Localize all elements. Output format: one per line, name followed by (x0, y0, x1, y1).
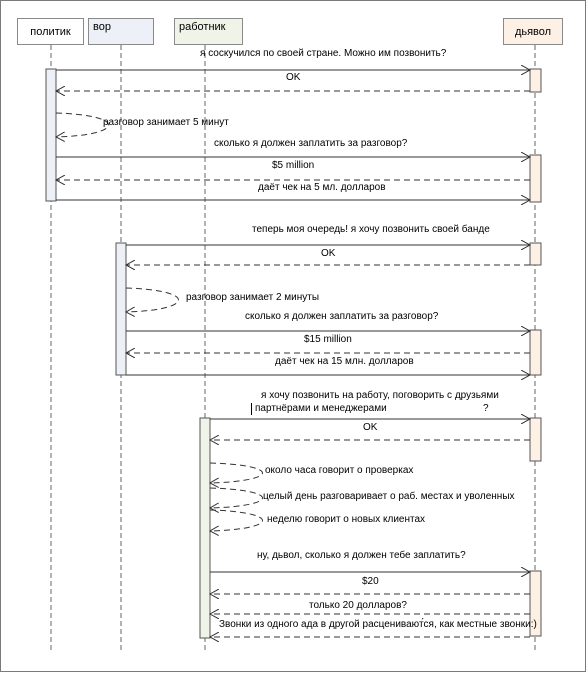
message-label: $20 (362, 576, 379, 587)
activation-devil (529, 329, 542, 376)
activation-devil (529, 570, 542, 637)
message-label: сколько я должен заплатить за разговор? (214, 138, 408, 149)
activation-devil (529, 242, 542, 266)
message-label: теперь моя очередь! я хочу позвонить сво… (252, 224, 490, 235)
message-label: даёт чек на 5 мл. долларов (258, 182, 386, 193)
participant-worker: работник (174, 18, 243, 45)
message-label: разговор занимает 2 минуты (186, 292, 320, 303)
participant-label: политик (30, 25, 71, 38)
participant-devil: дьявол (503, 18, 563, 45)
activation-thief (115, 242, 127, 376)
activation-devil (529, 417, 542, 462)
message-label: OK (363, 422, 378, 433)
message-label: $5 million (272, 160, 315, 171)
message-label: только 20 долларов? (309, 600, 407, 611)
activation-devil (529, 68, 542, 93)
participant-label: работник (179, 21, 226, 33)
message-label: OK (286, 72, 301, 83)
participant-label: вор (93, 21, 111, 33)
participant-label: дьявол (514, 25, 552, 38)
message-label: сколько я должен заплатить за разговор? (245, 311, 439, 322)
message-arrow (56, 112, 109, 137)
message-label: я хочу позвонить на работу, поговорить с… (261, 390, 499, 401)
activation-politician (45, 68, 57, 202)
activation-devil (529, 154, 542, 203)
participant-politician: политик (17, 18, 84, 45)
message-label: я соскучился по своей стране. Можно им п… (200, 48, 447, 59)
message-label: разговор занимает 5 минут (103, 117, 229, 128)
message-label: неделю говорит о новых клиентах (267, 514, 426, 525)
message-arrow (210, 509, 263, 531)
message-label: около часа говорит о проверках (265, 465, 414, 476)
message-label-continued: партнёрами и менеджерами (251, 403, 387, 415)
message-arrow (126, 287, 179, 312)
participant-thief: вор (88, 18, 154, 45)
message-label: даёт чек на 15 млн. долларов (275, 356, 414, 367)
activation-worker (199, 417, 211, 639)
message-label: OK (321, 248, 336, 259)
message-label-continued: ? (483, 403, 489, 414)
message-label: Звонки из одного ада в другой расцениваю… (219, 619, 537, 630)
message-label: $15 million (304, 334, 352, 345)
message-label: ну, дьвол, сколько я должен тебе заплати… (257, 550, 466, 561)
message-arrow (210, 487, 263, 508)
message-arrow (210, 462, 263, 483)
message-label: целый день разговаривает о раб. местах и… (263, 491, 515, 502)
